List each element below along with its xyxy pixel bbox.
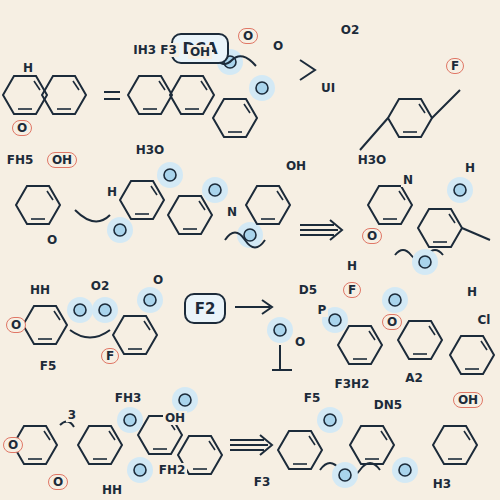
atom-label: FH2 [157,463,188,477]
atom-label: H [21,61,35,75]
atom-label: O [271,39,285,53]
atom-label: H [105,185,119,199]
atom-label: N [401,173,415,187]
atom-label: F [446,58,464,74]
atom-label: F [343,282,361,298]
atom-label: O [362,228,382,244]
atom-label: O2 [89,279,112,293]
atom-label: OH [188,45,212,59]
atom-label: 3 [66,408,78,422]
atom-label: OH [163,411,187,425]
atom-label: F5 [38,359,59,373]
atom-label: O [12,120,32,136]
atom-label: UI [319,81,337,95]
atom-label: H3O [134,143,167,157]
atom-label: FH3 [113,391,144,405]
atom-label: O [45,233,59,247]
atom-label: F3H2 [333,377,372,391]
atom-label: F [101,348,119,364]
reagent-name: F2 [195,300,216,318]
atom-label: OH [47,152,77,168]
atom-label: A2 [403,371,425,385]
atom-label: O [293,335,307,349]
atom-label: FH5 [5,153,36,167]
atom-label: P [316,303,329,317]
atom-label: OH [284,159,308,173]
atom-label: O [48,474,68,490]
atom-label: F5 [302,391,323,405]
atom-label: O2 [339,23,362,37]
atom-label: H [463,161,477,175]
atom-label: O [238,28,258,44]
reagent-box: F2 [184,293,227,324]
atom-label: HH [100,483,124,497]
atom-label: O [6,317,26,333]
atom-label: H [345,259,359,273]
atom-label: HH [28,283,52,297]
atom-label: D5 [297,283,319,297]
atom-label: DN5 [372,398,404,412]
atom-label: H [465,285,479,299]
atom-label: OH [453,392,483,408]
atom-label: Cl [476,313,493,327]
atom-label: O [382,314,402,330]
atom-label: H3 [431,477,453,491]
atom-label: N [225,205,239,219]
atom-label: IH3 F3 [131,43,179,57]
atom-label: O [3,437,23,453]
atom-label: H3O [356,153,389,167]
atom-label: O [151,273,165,287]
atom-label: F3 [252,475,273,489]
